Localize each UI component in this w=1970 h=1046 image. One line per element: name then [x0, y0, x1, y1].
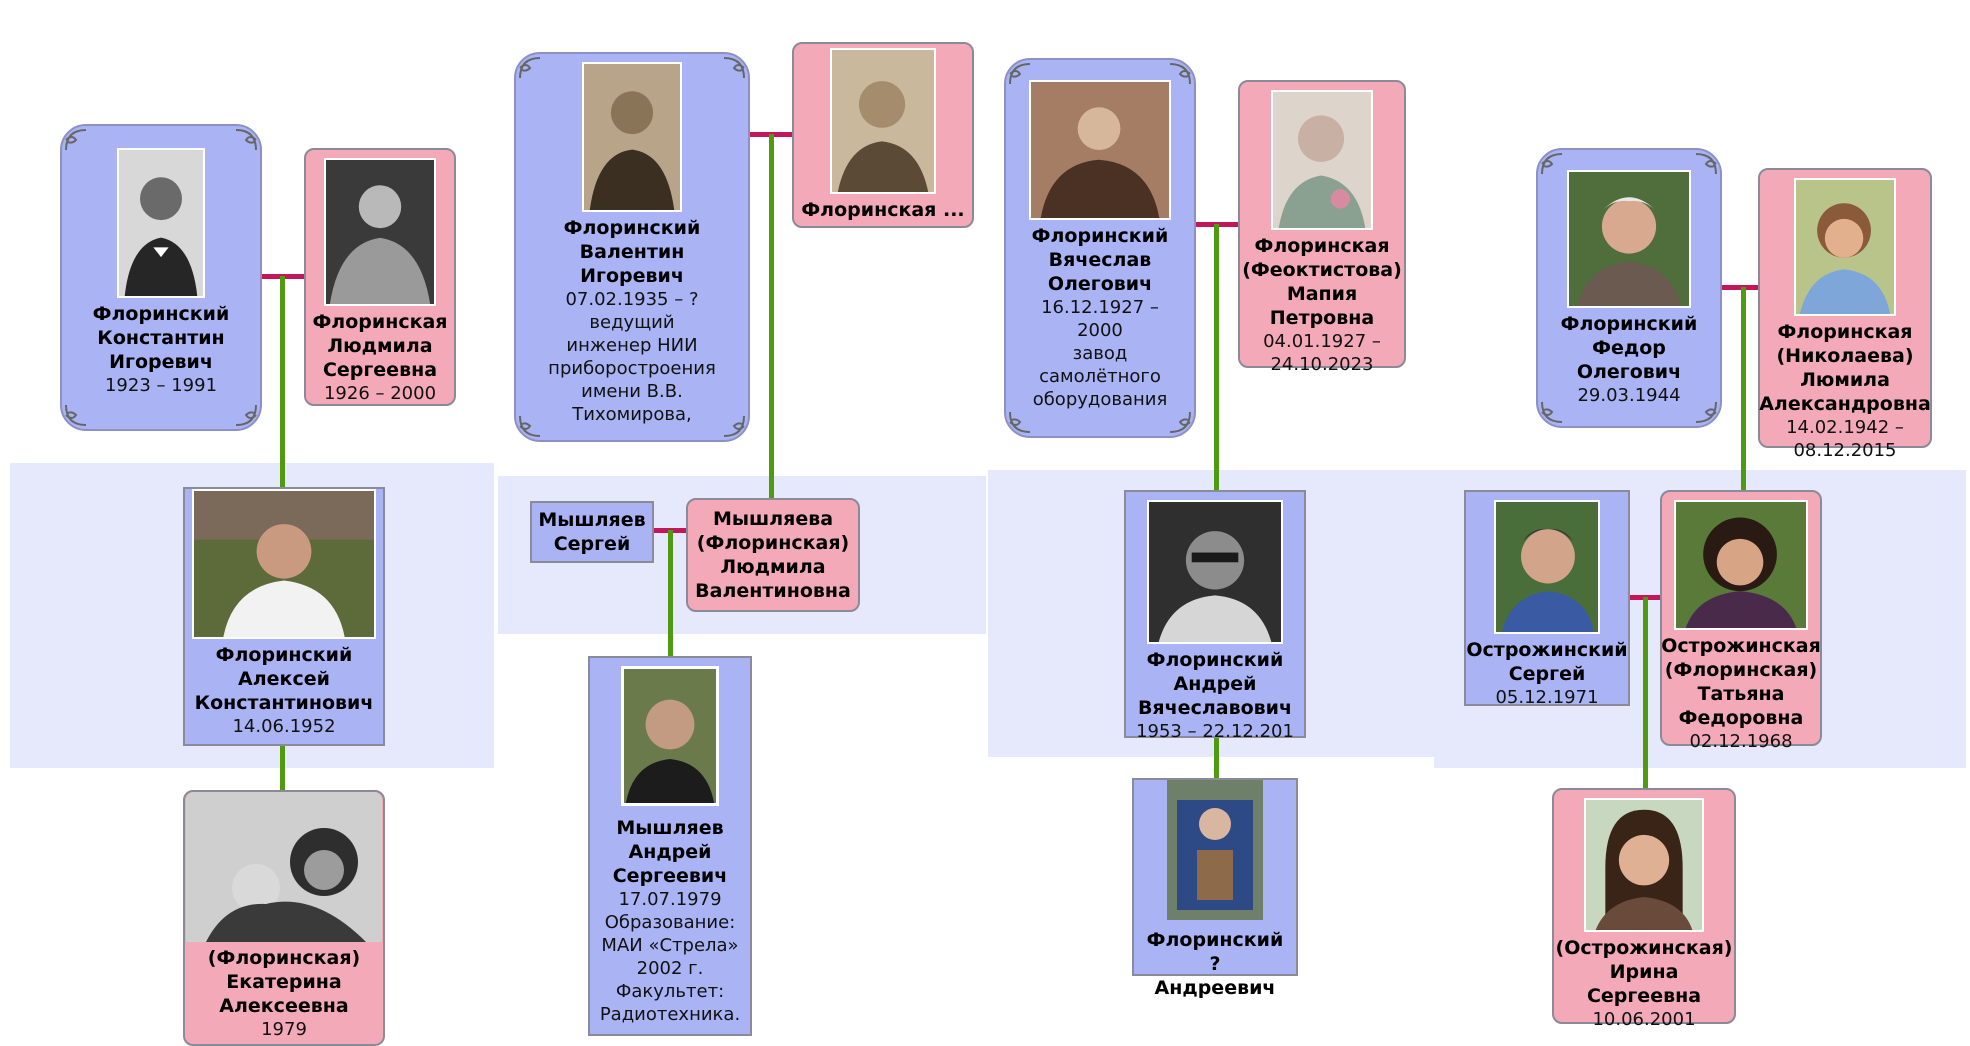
- portrait-photo: [1029, 80, 1171, 220]
- portrait-photo: [186, 792, 382, 942]
- ornament-icon: [720, 54, 748, 82]
- person-details: 05.12.1971: [1495, 687, 1599, 708]
- person-name: Мышляев Андрей Сергеевич: [612, 817, 728, 887]
- person-details: 14.02.1942 – 08.12.2015: [1786, 417, 1904, 461]
- person-card-florinskaya-wife[interactable]: Флоринская ...: [792, 42, 974, 228]
- ornament-icon: [1006, 408, 1034, 436]
- portrait-photo: [830, 48, 936, 194]
- person-card-lyudmila-s[interactable]: Флоринская Людмила Сергеевна 1926 – 2000: [304, 148, 456, 406]
- person-card-sergei-m[interactable]: Мышляев Сергей: [530, 501, 654, 563]
- ornament-icon: [516, 54, 544, 82]
- portrait-photo: [1584, 798, 1704, 932]
- person-name: Флоринский Андрей Вячеславович: [1137, 649, 1293, 719]
- descent-line: [280, 744, 285, 792]
- portrait-photo: [1147, 500, 1283, 644]
- portrait-photo: [192, 489, 376, 639]
- portrait-photo: [1567, 170, 1691, 308]
- descent-line: [668, 530, 673, 658]
- descent-line: [1741, 287, 1746, 491]
- person-details: 02.12.1968: [1689, 731, 1793, 752]
- person-details: 14.06.1952: [232, 716, 336, 737]
- ornament-icon: [62, 126, 90, 154]
- ornament-icon: [720, 412, 748, 440]
- descent-line: [1643, 597, 1648, 790]
- portrait-photo: [1494, 500, 1600, 634]
- person-details: 07.02.1935 – ? ведущий инженер НИИ прибо…: [548, 289, 716, 425]
- portrait-photo: [117, 148, 205, 298]
- person-card-andrei-m[interactable]: Мышляев Андрей Сергеевич 17.07.1979 Обра…: [588, 656, 752, 1036]
- ornament-icon: [1692, 150, 1720, 178]
- ornament-icon: [1166, 408, 1194, 436]
- person-name: Флоринская Людмила Сергеевна: [312, 311, 448, 381]
- person-details: 29.03.1944: [1577, 385, 1681, 406]
- person-card-lyudmila-v[interactable]: Мышляева (Флоринская) Людмила Валентинов…: [686, 498, 860, 612]
- person-name: Флоринская (Феоктистова) Мапия Петровна: [1242, 235, 1402, 329]
- person-card-valentin[interactable]: Флоринский Валентин Игоревич 07.02.1935 …: [514, 52, 750, 442]
- person-details: 1953 – 22.12.201: [1136, 721, 1294, 742]
- person-details: 1923 – 1991: [104, 375, 218, 396]
- person-name: Мышляев Сергей: [538, 509, 646, 555]
- ornament-icon: [1538, 150, 1566, 178]
- ornament-icon: [232, 401, 260, 429]
- ornament-icon: [1166, 60, 1194, 88]
- person-name: (Флоринская) Екатерина Алексеевна: [207, 947, 361, 1017]
- person-card-aleksei[interactable]: Флоринский Алексей Константинович 14.06.…: [183, 487, 385, 746]
- person-card-andrei-f[interactable]: Флоринский Андрей Вячеславович 1953 – 22…: [1124, 490, 1306, 742]
- person-name: Флоринский Вячеслав Олегович: [1031, 225, 1169, 295]
- person-name: Флоринская (Николаева) Люмила Александро…: [1759, 321, 1931, 415]
- person-card-vyacheslav[interactable]: Флоринский Вячеслав Олегович 16.12.1927 …: [1004, 58, 1196, 438]
- person-details: 10.06.2001: [1592, 1009, 1696, 1030]
- portrait-photo: [1167, 780, 1263, 920]
- person-card-tatiana[interactable]: Острожинская (Флоринская) Татьяна Федоро…: [1660, 490, 1822, 752]
- person-name: Флоринский Алексей Константинович: [194, 644, 374, 714]
- person-card-fedor[interactable]: Флоринский Федор Олегович 29.03.1944: [1536, 148, 1722, 428]
- person-card-child-andreevich[interactable]: Флоринский ? Андреевич: [1132, 778, 1298, 999]
- ornament-icon: [232, 126, 260, 154]
- person-name: (Острожинская) Ирина Сергеевна: [1555, 937, 1733, 1007]
- descent-line: [280, 276, 285, 488]
- person-details: 1979: [261, 1019, 307, 1040]
- person-details: 04.01.1927 – 24.10.2023: [1263, 331, 1381, 375]
- person-card-mapiya[interactable]: Флоринская (Феоктистова) Мапия Петровна …: [1238, 80, 1406, 375]
- person-name: Острожинская (Флоринская) Татьяна Федоро…: [1661, 635, 1821, 729]
- person-card-sergei-o[interactable]: Острожинский Сергей 05.12.1971: [1464, 490, 1630, 708]
- person-details: 16.12.1927 – 2000 завод самолётного обор…: [1032, 297, 1168, 410]
- person-name: Острожинский Сергей: [1466, 639, 1628, 685]
- person-name: Флоринский ? Андреевич: [1146, 929, 1284, 999]
- ornament-icon: [62, 401, 90, 429]
- portrait-photo: [621, 666, 719, 806]
- person-details: 1926 – 2000: [323, 383, 437, 404]
- person-name: Флоринский Валентин Игоревич: [563, 217, 701, 287]
- ornament-icon: [516, 412, 544, 440]
- person-card-lyudmila-a[interactable]: Флоринская (Николаева) Люмила Александро…: [1758, 168, 1932, 461]
- portrait-photo: [1674, 500, 1808, 630]
- descent-line: [769, 134, 774, 501]
- person-card-irina[interactable]: (Острожинская) Ирина Сергеевна 10.06.200…: [1552, 788, 1736, 1030]
- ornament-icon: [1692, 398, 1720, 426]
- person-name: Флоринский Федор Олегович: [1560, 313, 1698, 383]
- portrait-photo: [582, 62, 682, 212]
- person-name: Мышляева (Флоринская) Людмила Валентинов…: [695, 508, 851, 602]
- ornament-icon: [1006, 60, 1034, 88]
- descent-line: [1214, 738, 1219, 781]
- descent-line: [1214, 224, 1219, 492]
- portrait-photo: [1271, 90, 1373, 230]
- person-name: Флоринская ...: [801, 199, 965, 221]
- portrait-photo: [324, 158, 436, 306]
- person-details: 17.07.1979 Образование: МАИ «Стрела» 200…: [599, 889, 741, 1025]
- portrait-photo: [1794, 178, 1896, 316]
- person-card-konstantin[interactable]: Флоринский Константин Игоревич 1923 – 19…: [60, 124, 262, 431]
- person-name: Флоринский Константин Игоревич: [92, 303, 230, 373]
- ornament-icon: [1538, 398, 1566, 426]
- person-card-ekaterina[interactable]: (Флоринская) Екатерина Алексеевна 1979: [183, 790, 385, 1046]
